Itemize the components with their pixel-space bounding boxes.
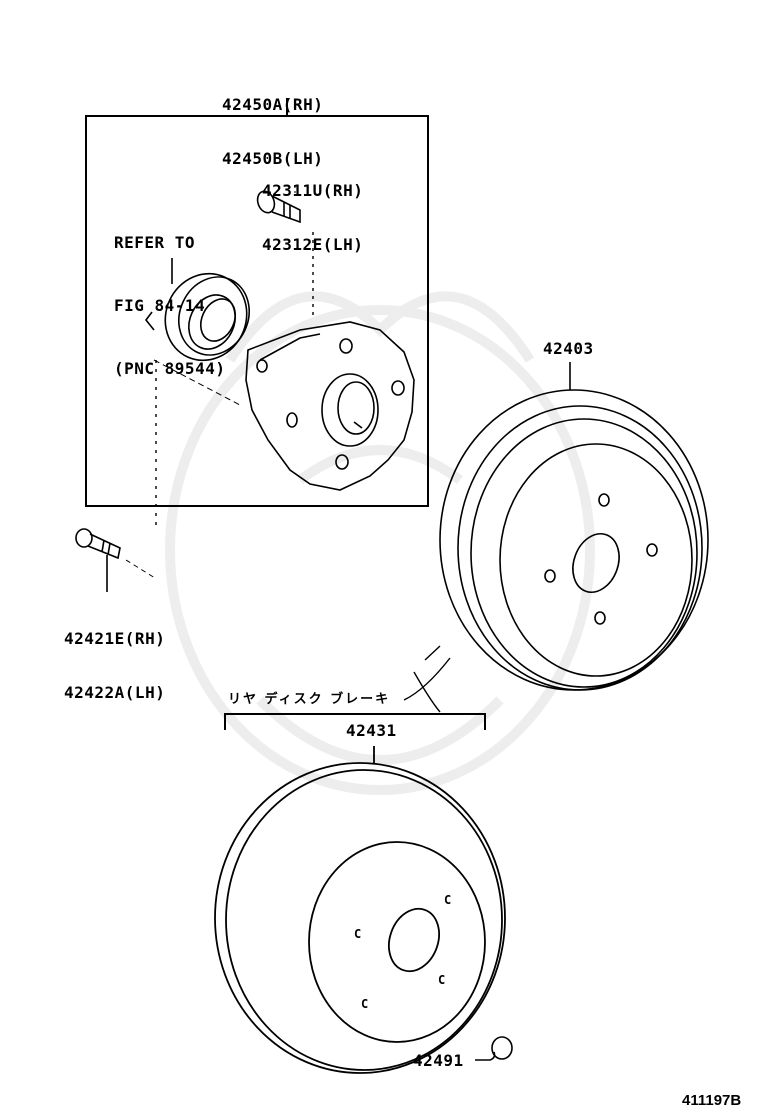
refer-note-line: (PNC 89544) [114, 359, 226, 378]
disc-brake-bracket [224, 713, 486, 730]
refer-note-line: FIG 84-14 [114, 296, 206, 315]
part-number-line[interactable]: 42450B(LH) [222, 149, 324, 168]
hub-assembly-box [85, 115, 429, 507]
hub-mount-bolt-drawing [75, 528, 121, 560]
svg-text:C: C [444, 893, 451, 907]
refer-note: REFER TO FIG 84-14 (PNC 89544) [114, 190, 225, 400]
part-number-line[interactable]: 42421E(RH) [64, 629, 166, 648]
svg-text:C: C [361, 997, 368, 1011]
watermark-emblem [165, 291, 595, 795]
hub-bolt-drawing [256, 190, 301, 224]
part-number-hub-mount-bolt[interactable]: 42421E(RH) 42422A(LH) [64, 594, 165, 720]
figure-code: 411197B [682, 1092, 742, 1109]
part-number-line[interactable]: 42311U(RH) [262, 181, 364, 200]
part-number-line[interactable]: 42312E(LH) [262, 235, 364, 254]
part-number-hub-bolt[interactable]: 42311U(RH) 42312E(LH) [262, 146, 363, 272]
part-number-line[interactable]: 42422A(LH) [64, 683, 166, 702]
part-number-brake-drum[interactable]: 42403 [543, 339, 594, 358]
part-number-disc-rotor[interactable]: 42431 [346, 721, 397, 740]
svg-text:C: C [438, 973, 445, 987]
brake-drum-drawing [439, 362, 709, 691]
refer-note-line: REFER TO [114, 233, 196, 252]
hub-flange-drawing [245, 321, 415, 491]
disc-brake-caption: リヤ ディスク ブレーキ [228, 692, 391, 707]
part-number-plug[interactable]: 42491 [413, 1051, 464, 1070]
hub-bearing-drawing [144, 258, 250, 362]
disc-rotor-drawing: C C C C [214, 746, 506, 1074]
part-number-hub-assembly[interactable]: 42450A(RH) 42450B(LH) [222, 60, 323, 186]
part-number-line[interactable]: 42450A(RH) [222, 95, 324, 114]
plug-drawing [475, 1036, 513, 1061]
svg-text:C: C [354, 927, 361, 941]
